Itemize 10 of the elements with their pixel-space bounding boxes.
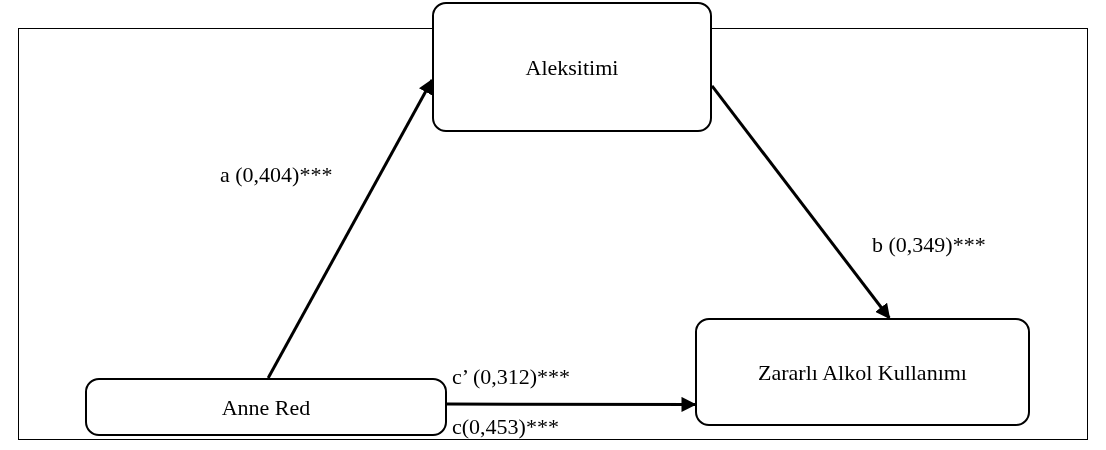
arrow (447, 396, 697, 412)
arrow (266, 78, 434, 379)
node-label: Zararlı Alkol Kullanımı (758, 358, 967, 387)
node-label: Aleksitimi (525, 53, 619, 82)
process-box (85, 378, 447, 436)
process-box (432, 2, 712, 132)
arrow (710, 84, 891, 320)
process-box (695, 318, 1030, 426)
coefficient-label: c(0,453)*** (452, 416, 559, 438)
node-label: Anne Red (221, 393, 311, 422)
